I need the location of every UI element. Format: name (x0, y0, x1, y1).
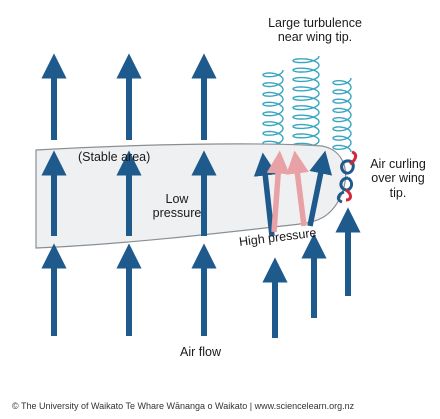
air-curling-label-line-2: over wing (371, 171, 425, 186)
up-arrow-icon (285, 150, 309, 227)
up-arrow-icon (253, 152, 277, 237)
tip-curl-arrows (336, 150, 358, 204)
stable-area-label: (Stable area) (78, 150, 151, 164)
spiral-coil (262, 69, 284, 149)
lower-airflow-arrows (41, 243, 217, 336)
turbulence-label-line-2: near wing tip. (277, 30, 353, 45)
tip-lower-arrows (262, 207, 361, 338)
air-curling-label-line-3: tip. (389, 185, 407, 200)
credit-line: © The University of Waikato Te Whare Wān… (12, 401, 355, 411)
spiral-vortex-icon (292, 55, 320, 151)
upper-airflow-arrows (41, 53, 217, 140)
air-curling-label: Air curling over wing tip. (358, 157, 438, 200)
spiral-coil (292, 55, 320, 151)
turbulence-label: Large turbulence near wing tip. (255, 16, 375, 45)
up-arrow-icon (266, 150, 290, 233)
low-pressure-label: Low pressure (140, 192, 214, 221)
curl-arrow-icon (345, 188, 352, 202)
curl-arrow-icon (336, 190, 345, 204)
curl-arrow-icon (349, 150, 358, 166)
air-flow-label: Air flow (180, 345, 221, 359)
up-arrow-icon (307, 150, 333, 227)
turbulence-spirals (262, 55, 352, 153)
spiral-coil (332, 77, 352, 153)
tip-high-pressure-arrows (253, 150, 333, 237)
turbulence-label-line-1: Large turbulence (268, 16, 362, 30)
air-curling-label-line-1: Air curling (370, 157, 426, 171)
spiral-vortex-icon (262, 69, 284, 149)
wing-airflow-arrows (41, 150, 217, 236)
low-pressure-label-line-2: pressure (152, 206, 202, 221)
spiral-vortex-icon (332, 77, 352, 153)
low-pressure-label-line-1: Low (165, 192, 189, 206)
curl-arrow-icon (340, 159, 355, 175)
